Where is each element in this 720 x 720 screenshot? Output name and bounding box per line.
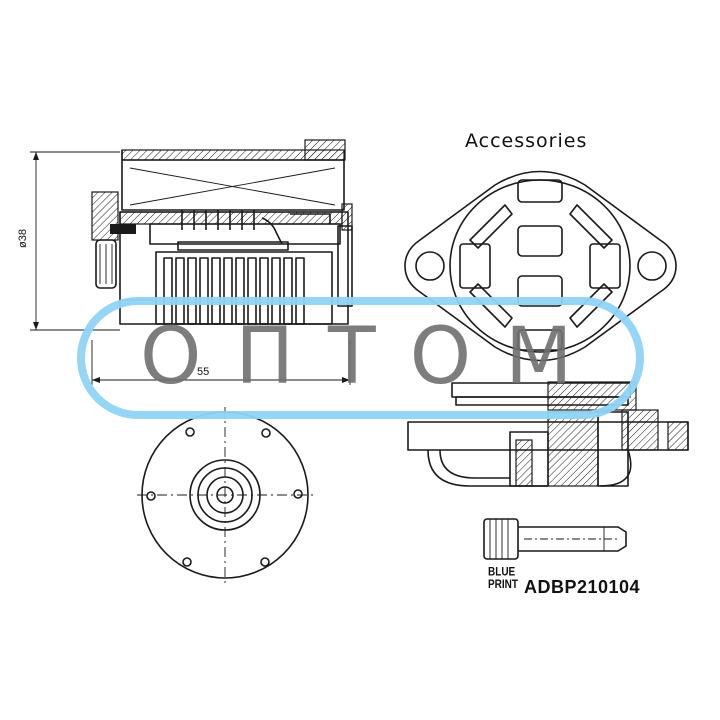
brand-line-2: PRINT: [488, 579, 518, 592]
cooling-fins-upper: [181, 210, 255, 230]
accessory-bolt: [483, 518, 627, 560]
front-view-flange: [137, 407, 313, 583]
side-view-cross-section: [30, 139, 353, 385]
part-number: ADBP210104: [524, 577, 641, 597]
watermark-ring: [77, 297, 644, 419]
brand-line-1: BLUE: [488, 566, 516, 579]
diameter-dimension: ø38: [17, 229, 29, 248]
accessories-label: Accessories: [465, 130, 588, 152]
length-dimension: 55: [197, 366, 210, 378]
brand-logo: BLUE PRINT: [488, 566, 522, 591]
watermark-text: ОПТОМ: [140, 312, 607, 402]
accessory-flange-top-view: [404, 170, 677, 362]
cooling-fins-lower: [163, 257, 305, 325]
